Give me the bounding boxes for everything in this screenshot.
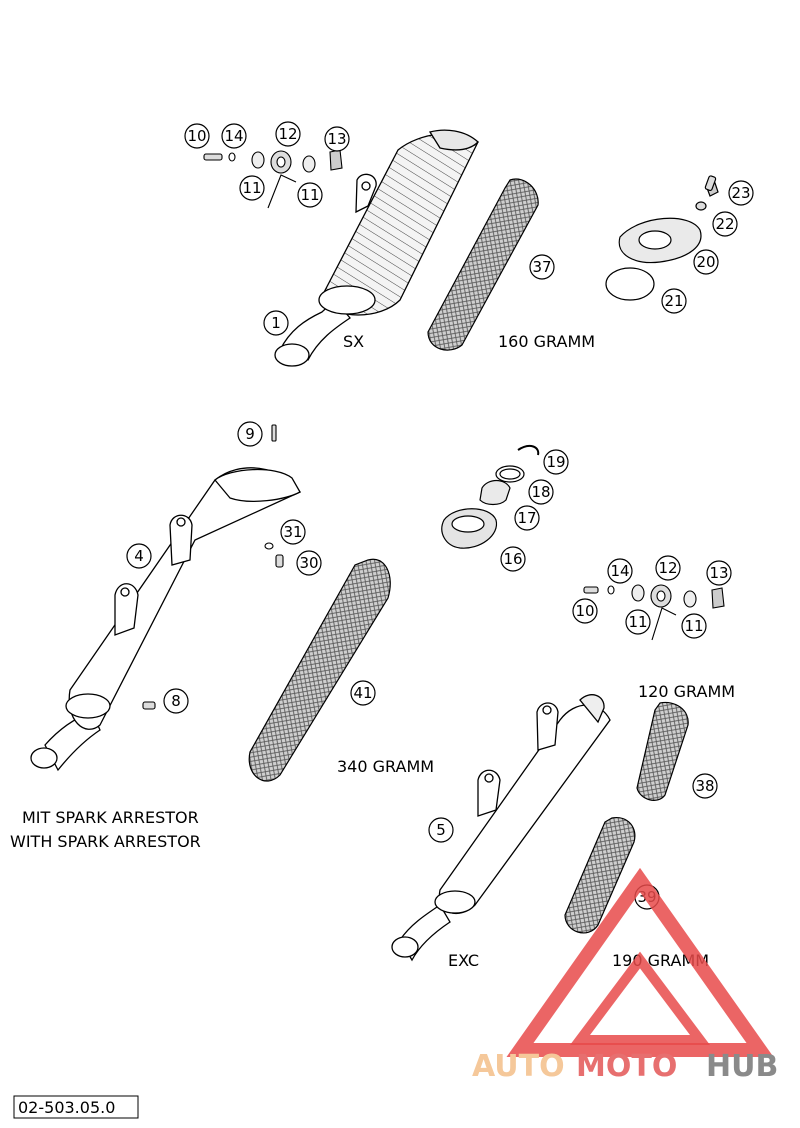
end-cap-parts: [605, 175, 719, 301]
label-120-gramm: 120 GRAMM: [638, 682, 735, 701]
callout-10: 10: [187, 127, 206, 145]
reference-number: 02-503.05.0: [18, 1098, 115, 1117]
callout-11: 11: [300, 186, 319, 204]
callout-20: 20: [696, 253, 715, 271]
reference-box: 02-503.05.0: [13, 1095, 139, 1119]
packing-38: [636, 701, 689, 801]
label-340-gramm: 340 GRAMM: [337, 757, 434, 776]
sx-silencer: [274, 129, 479, 367]
callout-4: 4: [134, 547, 144, 565]
callout-8: 8: [171, 692, 181, 710]
callout-37: 37: [532, 258, 551, 276]
callout-13: 13: [709, 564, 728, 582]
small-fasteners-left: [142, 424, 284, 710]
watermark-moto: MOTO: [576, 1049, 677, 1084]
callout-16: 16: [503, 550, 522, 568]
label-sx: SX: [343, 332, 364, 351]
callout-12: 12: [658, 559, 677, 577]
callout-18: 18: [531, 483, 550, 501]
callout-38: 38: [695, 777, 714, 795]
arrestor-cap-parts: [441, 444, 540, 549]
callout-14: 14: [224, 127, 243, 145]
sx-packing-37: [427, 178, 539, 351]
callout-numbers: 1 10 14 12 13 11 11 23 22 20 21 37 9 19 …: [134, 125, 750, 906]
callout-17: 17: [517, 509, 536, 527]
watermark-auto: AUTO: [472, 1049, 565, 1084]
callout-31: 31: [283, 523, 302, 541]
callout-11: 11: [684, 617, 703, 635]
callout-5: 5: [436, 821, 446, 839]
callout-19: 19: [546, 453, 565, 471]
callouts: [126, 121, 754, 910]
callout-30: 30: [299, 554, 318, 572]
label-exc: EXC: [448, 951, 479, 970]
callout-21: 21: [664, 292, 683, 310]
exc-fastener-set: [583, 584, 725, 641]
callout-10: 10: [575, 602, 594, 620]
callout-9: 9: [245, 425, 255, 443]
exc-silencer: [391, 694, 611, 962]
spark-arrestor-silencer: [30, 467, 302, 772]
callout-14: 14: [610, 562, 629, 580]
callout-23: 23: [731, 184, 750, 202]
callout-13: 13: [327, 130, 346, 148]
labels: SX 160 GRAMM 340 GRAMM 120 GRAMM 190 GRA…: [10, 332, 735, 970]
automotohub-watermark: AUTO MOTO HUB: [472, 867, 778, 1084]
callout-11: 11: [242, 179, 261, 197]
label-160-gramm: 160 GRAMM: [498, 332, 595, 351]
callout-1: 1: [271, 314, 281, 332]
sx-fastener-set: [203, 149, 343, 209]
label-arrestor-en: WITH SPARK ARRESTOR: [10, 832, 201, 851]
packing-39: [564, 816, 636, 934]
callout-11: 11: [628, 613, 647, 631]
label-arrestor-de: MIT SPARK ARRESTOR: [22, 808, 199, 827]
callout-12: 12: [278, 125, 297, 143]
watermark-hub: HUB: [706, 1049, 778, 1084]
packing-41: [248, 558, 391, 782]
callout-41: 41: [353, 684, 372, 702]
callout-22: 22: [715, 215, 734, 233]
